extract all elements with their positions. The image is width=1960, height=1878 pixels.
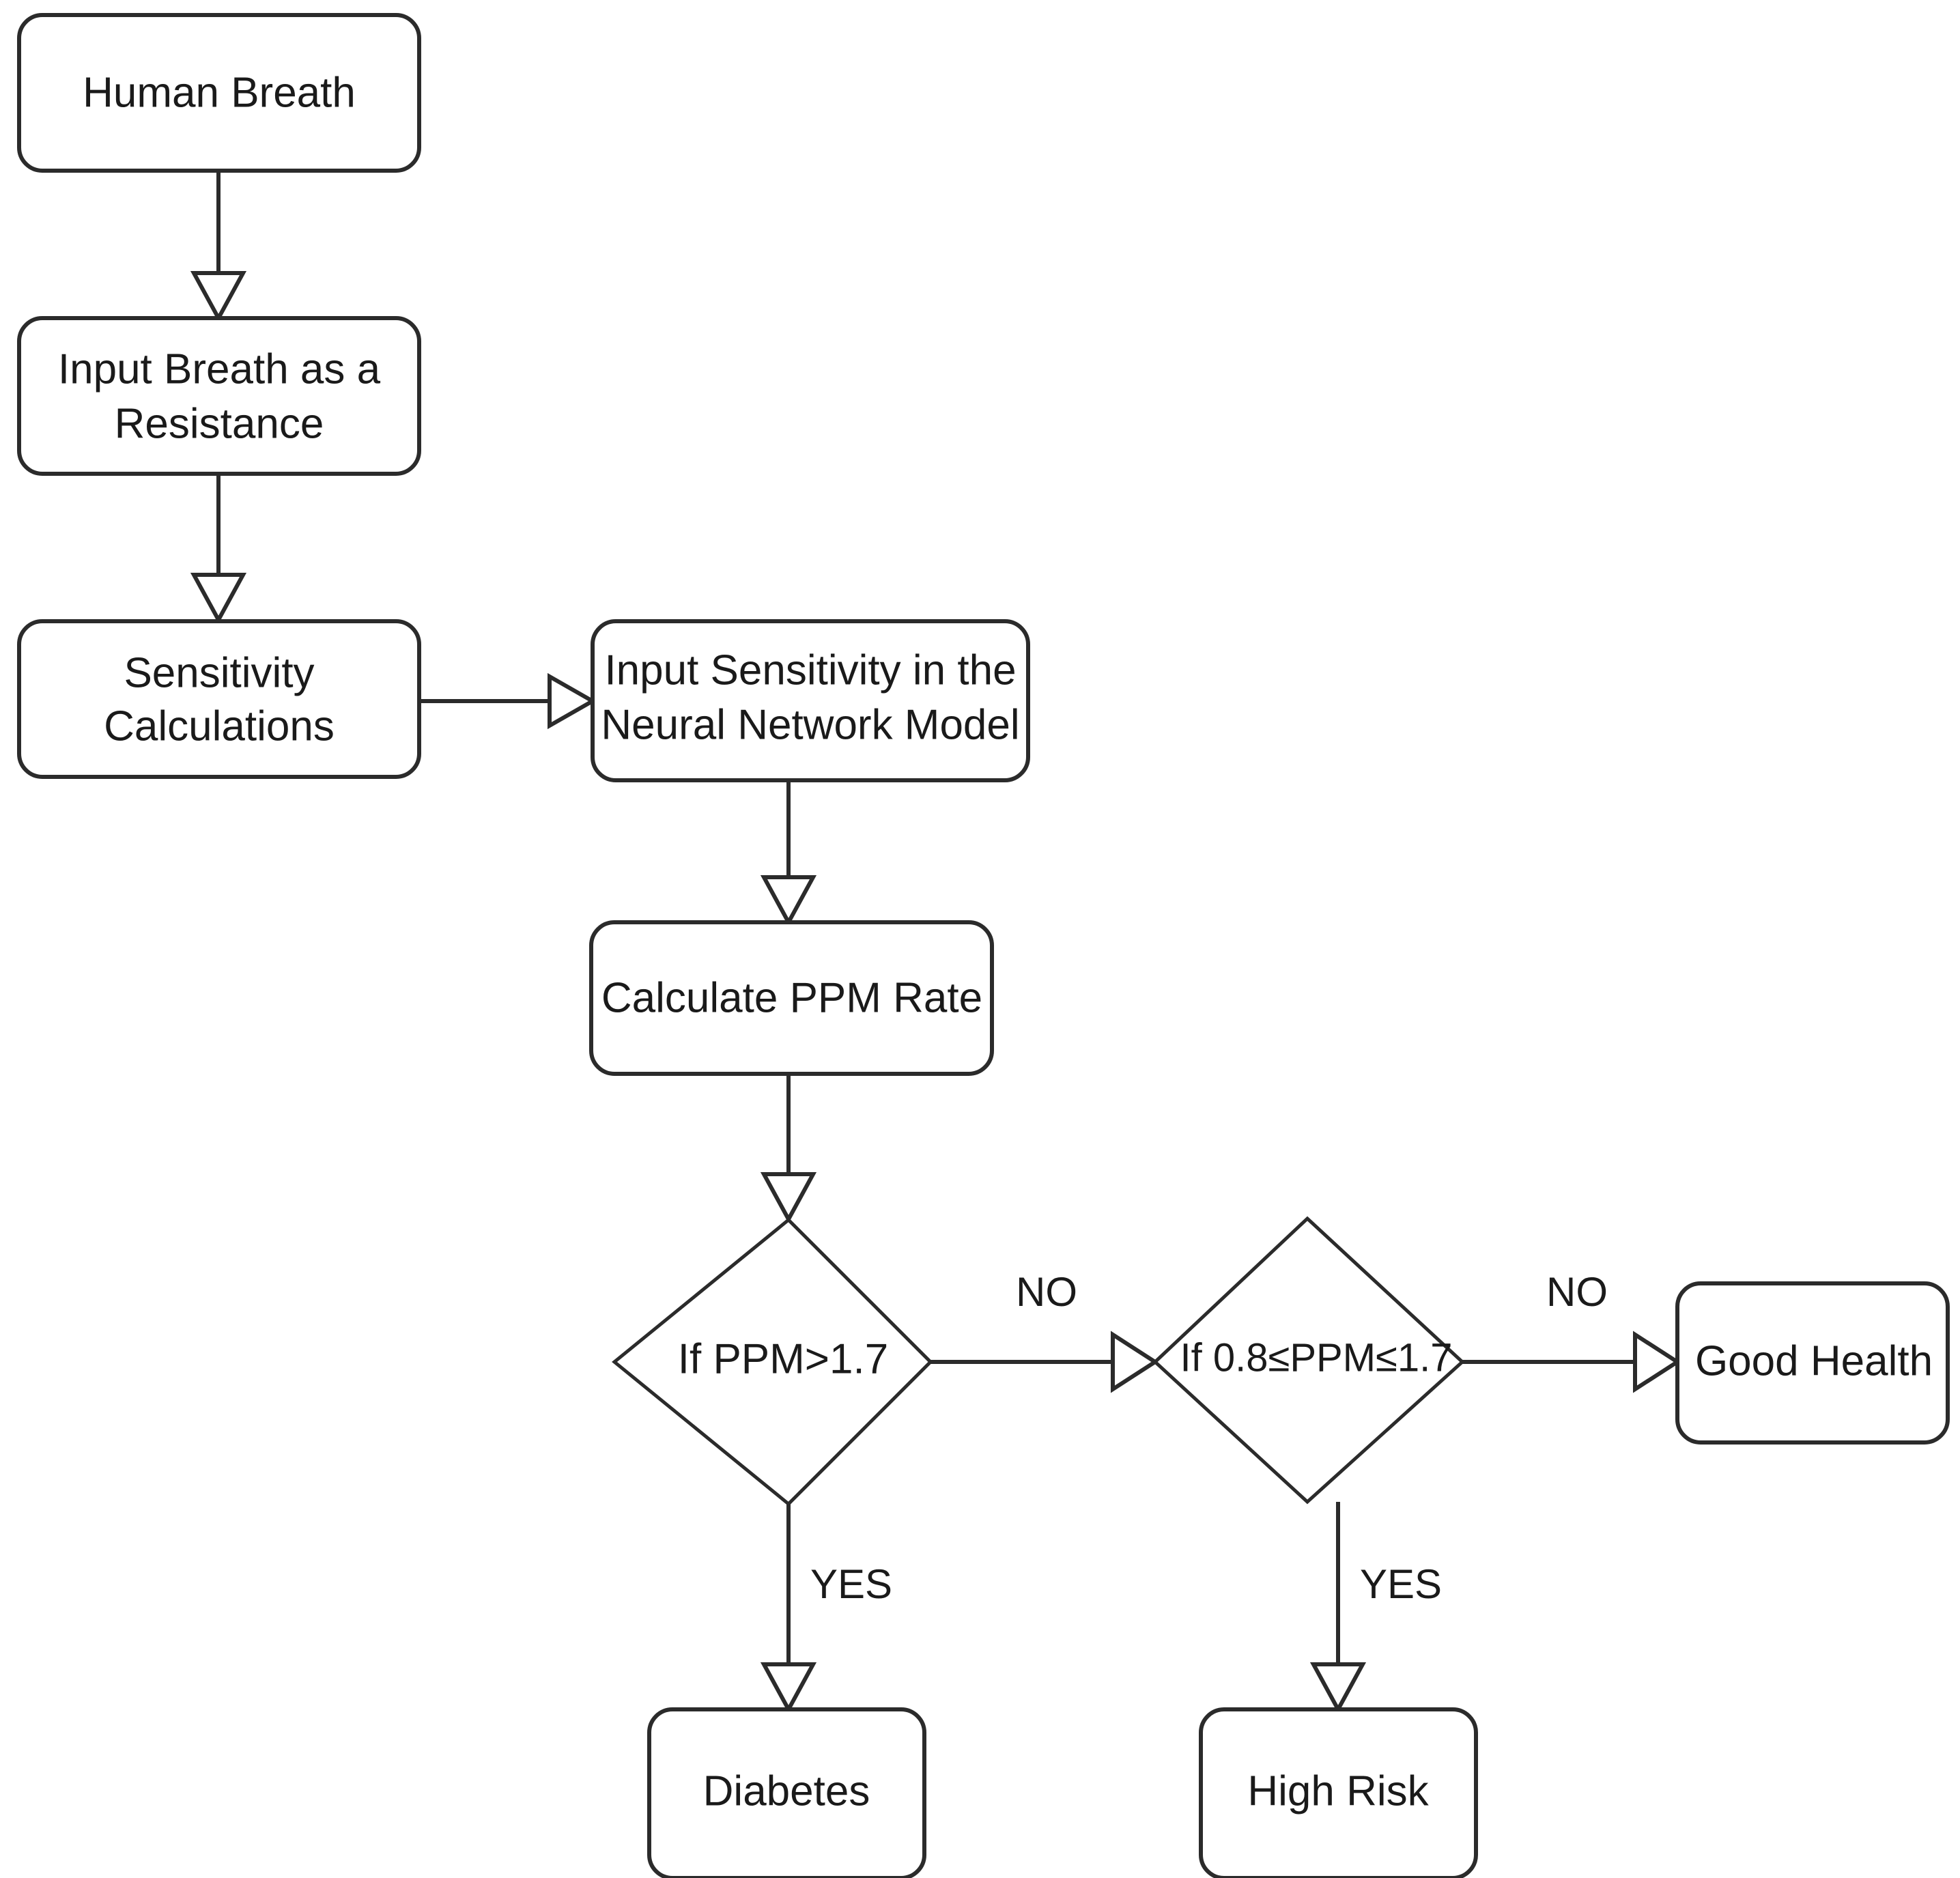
node-box[interactable] xyxy=(17,13,421,173)
node-box[interactable] xyxy=(17,316,421,476)
node-label-decision-high: If PPM>1.7 xyxy=(678,1335,888,1382)
node-label-calculate-ppm: Calculate PPM Rate xyxy=(601,974,982,1021)
arrowhead-icon xyxy=(760,875,817,927)
edge-input-sensitivity-to-calculate-ppm xyxy=(760,780,817,927)
decision-diamond[interactable] xyxy=(1152,1216,1465,1505)
node-box[interactable] xyxy=(591,619,1030,782)
arrowhead-icon xyxy=(760,1662,817,1714)
node-human-breath[interactable]: Human Breath xyxy=(17,13,421,173)
edge-input-breath-to-sensitivity xyxy=(190,474,247,625)
arrowhead-icon xyxy=(760,1172,817,1224)
node-label-input-breath-line1: Input Breath as a xyxy=(58,345,381,393)
arrowhead-icon xyxy=(190,573,247,625)
node-label-diabetes: Diabetes xyxy=(703,1767,870,1815)
edge-label-yes-1: YES xyxy=(810,1561,892,1607)
node-label-high-risk: High Risk xyxy=(1247,1767,1429,1815)
node-box[interactable] xyxy=(589,920,994,1076)
node-label-human-breath: Human Breath xyxy=(83,69,356,116)
node-label-sensitivity-line2: Calculations xyxy=(104,702,335,750)
node-good-health[interactable]: Good Health xyxy=(1675,1281,1950,1445)
arrowhead-icon xyxy=(190,271,247,323)
edge-calculate-ppm-to-decision-high xyxy=(760,1072,817,1224)
edge-decision-high-to-diabetes: YES xyxy=(760,1504,892,1714)
node-input-sensitivity[interactable]: Input Sensitivity in the Neural Network … xyxy=(591,619,1030,782)
arrowhead-icon xyxy=(1309,1662,1367,1714)
node-high-risk[interactable]: High Risk xyxy=(1199,1707,1478,1878)
decision-diamond[interactable] xyxy=(612,1217,933,1507)
node-box[interactable] xyxy=(1199,1707,1478,1878)
edge-sensitivity-to-input-sensitivity xyxy=(419,672,597,730)
edge-human-breath-to-input-breath xyxy=(190,171,247,323)
node-sensitivity-calculations[interactable]: Sensitivity Calculations xyxy=(17,619,421,779)
arrowhead-icon xyxy=(1111,1331,1159,1393)
node-label-decision-mid: If 0.8≤PPM≤1.7 xyxy=(1180,1335,1453,1380)
node-label-input-sensitivity-line1: Input Sensitivity in the xyxy=(604,646,1016,694)
node-calculate-ppm-rate[interactable]: Calculate PPM Rate xyxy=(589,920,994,1076)
node-label-input-breath-line2: Resistance xyxy=(115,400,324,447)
edge-decision-mid-to-good-health: NO xyxy=(1462,1269,1681,1393)
node-label-sensitivity-line1: Sensitivity xyxy=(124,649,314,696)
node-decision-ppm-greater[interactable]: If PPM>1.7 xyxy=(612,1217,933,1507)
edge-decision-high-to-decision-mid: NO xyxy=(931,1269,1159,1393)
edge-label-no-1: NO xyxy=(1016,1269,1077,1315)
node-diabetes[interactable]: Diabetes xyxy=(647,1707,926,1878)
node-label-good-health: Good Health xyxy=(1695,1337,1933,1384)
node-box[interactable] xyxy=(17,619,421,779)
node-label-input-sensitivity-line2: Neural Network Model xyxy=(601,701,1019,748)
node-box[interactable] xyxy=(647,1707,926,1878)
node-decision-ppm-range[interactable]: If 0.8≤PPM≤1.7 xyxy=(1152,1216,1465,1505)
node-input-breath[interactable]: Input Breath as a Resistance xyxy=(17,316,421,476)
node-box[interactable] xyxy=(1675,1281,1950,1445)
edge-decision-mid-to-high-risk: YES xyxy=(1309,1502,1442,1714)
edge-label-yes-2: YES xyxy=(1360,1561,1442,1607)
arrowhead-icon xyxy=(1633,1331,1681,1393)
arrowhead-icon xyxy=(548,672,597,730)
edge-label-no-2: NO xyxy=(1546,1269,1608,1315)
